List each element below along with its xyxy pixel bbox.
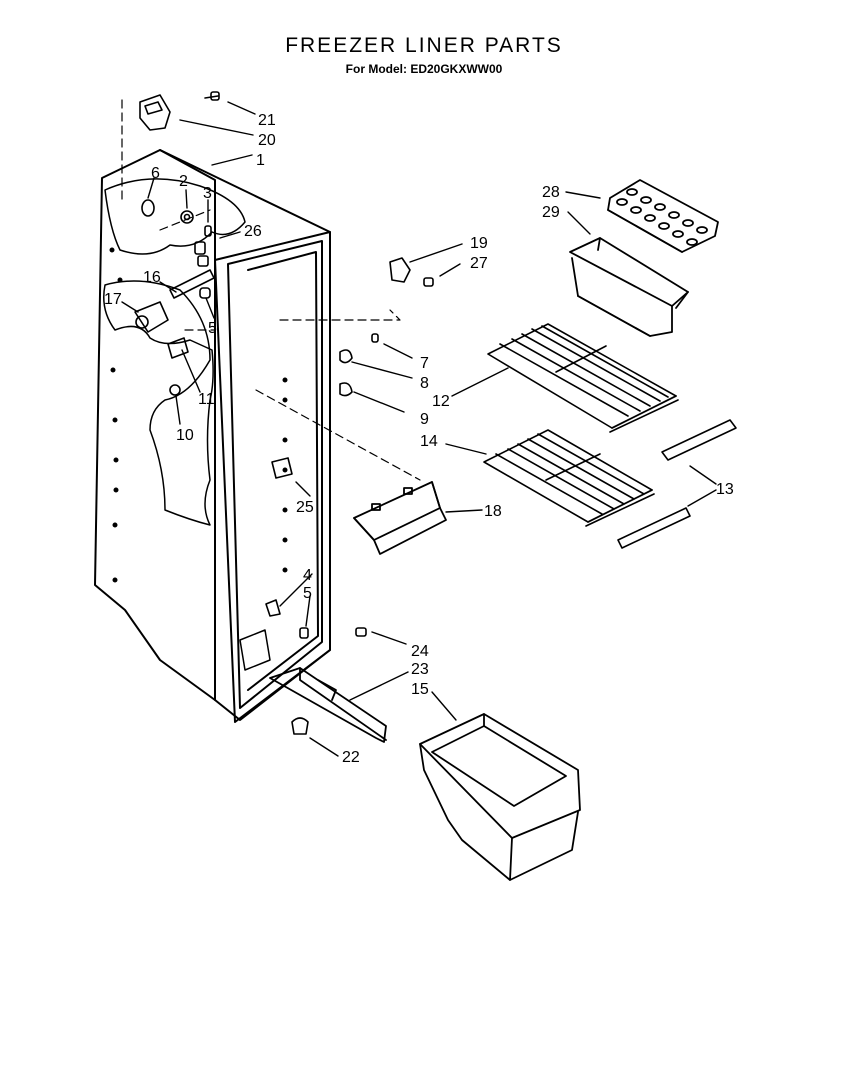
- callout-2: 2: [179, 173, 188, 190]
- callout-29: 29: [542, 204, 560, 221]
- callout-4: 4: [303, 567, 312, 584]
- callout-18: 18: [484, 503, 502, 520]
- callout-24: 24: [411, 643, 429, 660]
- callout-28: 28: [542, 184, 560, 201]
- callout-19: 19: [470, 235, 488, 252]
- guide-lines: [121, 99, 421, 481]
- leader-lines: [121, 101, 717, 757]
- callout-26: 26: [244, 223, 262, 240]
- bracket: [353, 481, 447, 555]
- page-title: FREEZER LINER PARTS: [285, 34, 563, 57]
- callout-17: 17: [104, 291, 122, 308]
- callout-7: 7: [420, 355, 429, 372]
- lower-basket: [419, 713, 581, 881]
- callout-22: 22: [342, 749, 360, 766]
- callout-12: 12: [432, 393, 450, 410]
- callout-25: 25: [296, 499, 314, 516]
- callout-5a: 5: [208, 320, 217, 337]
- callout-13: 13: [716, 481, 734, 498]
- small-hardware: [134, 91, 434, 735]
- freezer-liner: [94, 149, 331, 723]
- callout-8: 8: [420, 375, 429, 392]
- callout-labels: 1 2 3 4 5 5 6 7 8 9 10 11 12 13 14 15 16…: [104, 112, 734, 766]
- callout-16: 16: [143, 269, 161, 286]
- callout-1: 1: [256, 152, 265, 169]
- callout-21: 21: [258, 112, 276, 129]
- slide-rail: [269, 667, 387, 743]
- callout-11: 11: [198, 391, 215, 408]
- shelf-supports: [617, 419, 737, 549]
- callout-27: 27: [470, 255, 488, 272]
- callout-14: 14: [420, 433, 438, 450]
- callout-6: 6: [151, 165, 160, 182]
- callout-5b: 5: [303, 585, 312, 602]
- callout-10: 10: [176, 427, 194, 444]
- lower-shelf: [483, 429, 655, 527]
- upper-shelf: [487, 323, 679, 433]
- callout-20: 20: [258, 132, 276, 149]
- ice-bin: [569, 237, 689, 337]
- callout-3: 3: [203, 185, 212, 202]
- page-subtitle: For Model: ED20GKXWW00: [345, 62, 503, 76]
- callout-23: 23: [411, 661, 429, 678]
- callout-15: 15: [411, 681, 429, 698]
- callout-9: 9: [420, 411, 429, 428]
- ice-tray: [607, 179, 719, 253]
